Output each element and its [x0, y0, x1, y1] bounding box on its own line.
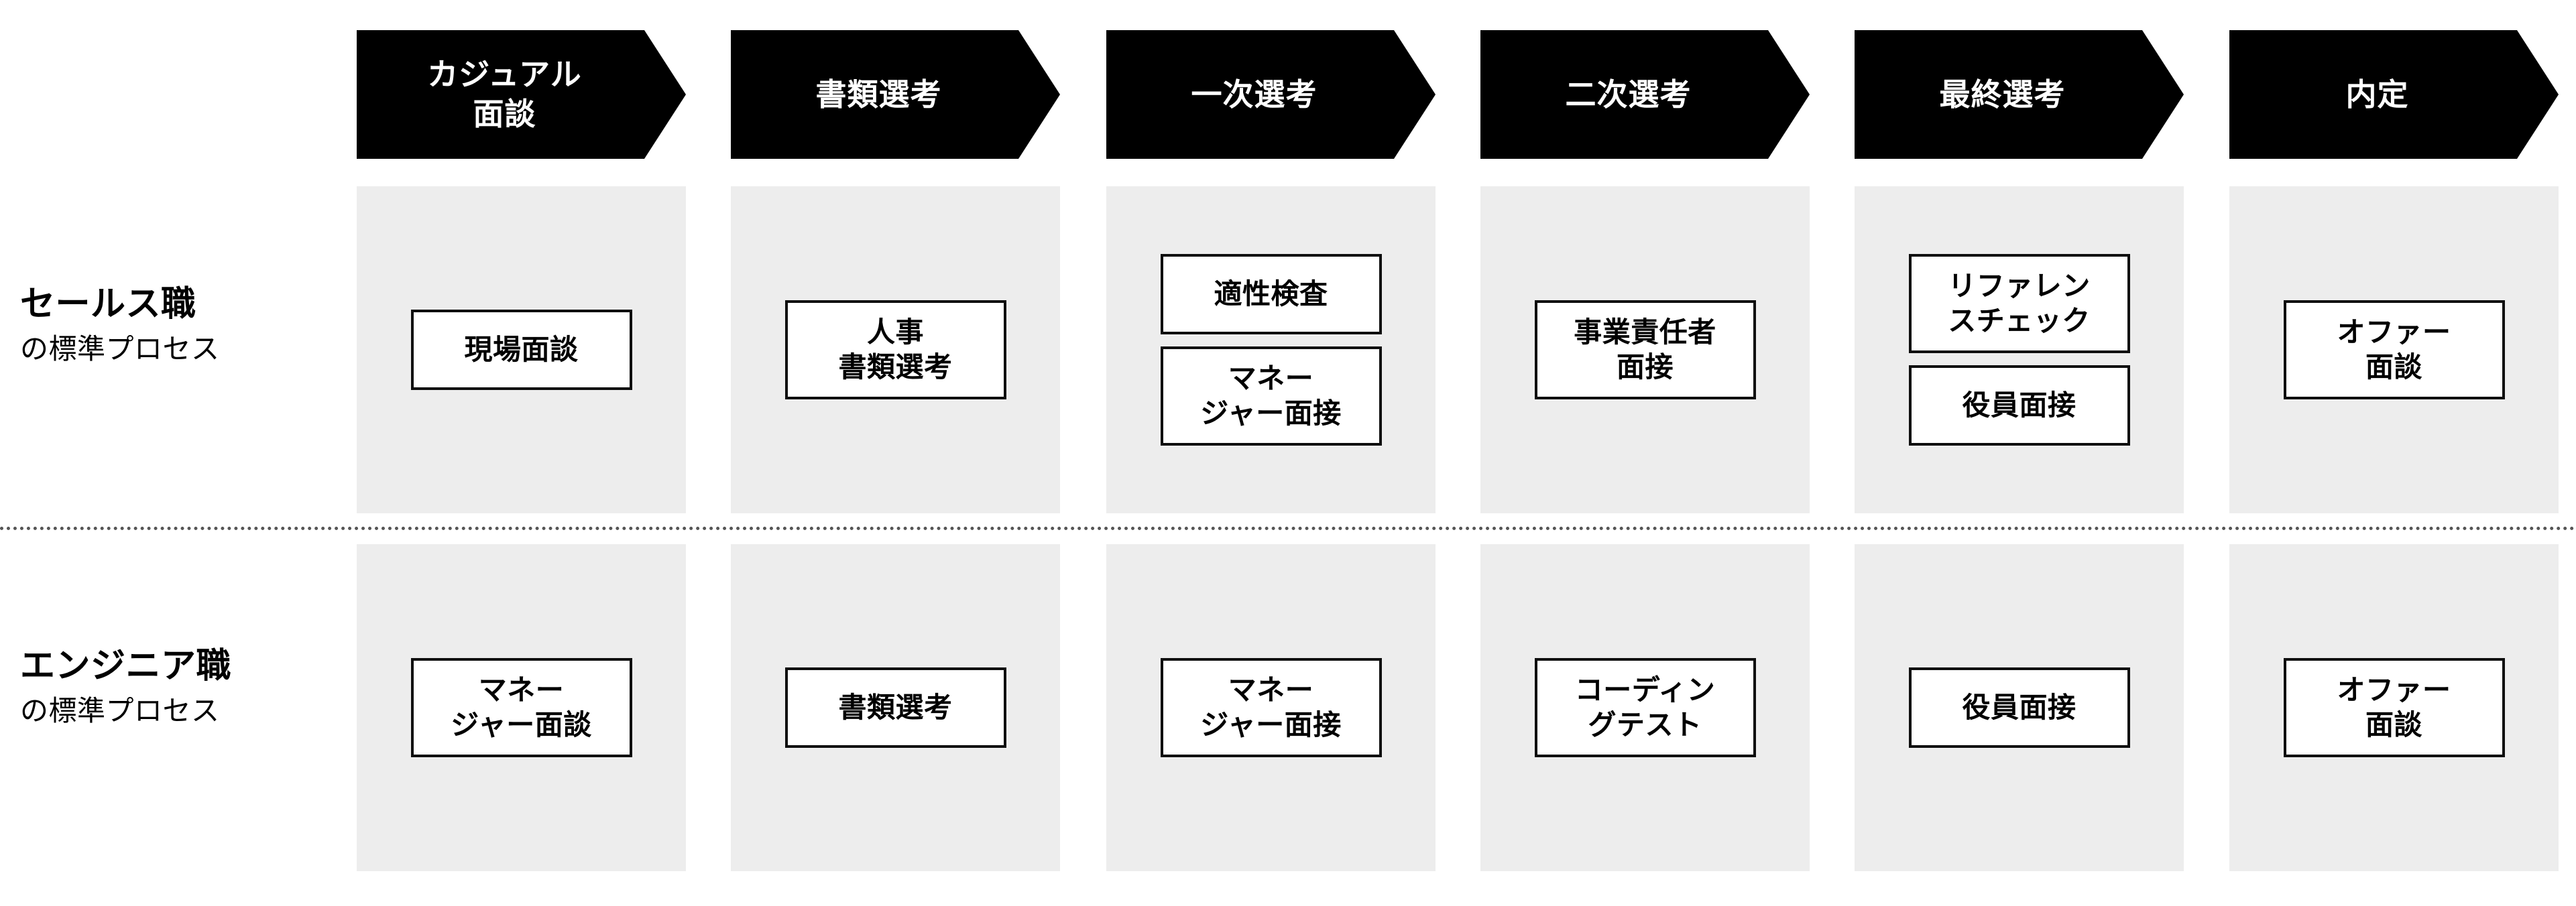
stage-header-label: 一次選考 [1191, 76, 1318, 112]
stage-cell: リファレン スチェック役員面接 [1855, 186, 2184, 513]
row-label-engineer-sub: の標準プロセス [20, 695, 220, 726]
row-label-sales: セールス職 の標準プロセス [20, 283, 335, 367]
track-divider [0, 527, 2576, 530]
stage-cell: 適性検査マネー ジャー面接 [1106, 186, 1436, 513]
row-label-sales-sub: の標準プロセス [20, 333, 220, 365]
step-box[interactable]: オファー 面談 [2283, 658, 2505, 757]
row-label-engineer-main: エンジニア職 [20, 647, 232, 686]
stage-cell: 役員面接 [1855, 544, 2184, 871]
stage-header-first-round[interactable]: 一次選考 [1106, 30, 1436, 159]
stage-header-label: カジュアル 面談 [427, 57, 582, 131]
step-box[interactable]: オファー 面談 [2283, 300, 2505, 399]
stage-header-label: 書類選考 [815, 76, 942, 112]
stage-cell: コーディン グテスト [1480, 544, 1810, 871]
step-box[interactable]: コーディン グテスト [1534, 658, 1756, 757]
stage-cell: 現場面談 [357, 186, 686, 513]
step-box[interactable]: マネー ジャー面接 [1160, 658, 1382, 757]
stage-header-offer[interactable]: 内定 [2229, 30, 2559, 159]
row-label-sales-main: セールス職 [20, 285, 196, 324]
step-box[interactable]: 役員面接 [1908, 365, 2130, 446]
stage-cell: 書類選考 [731, 544, 1060, 871]
stage-cell: マネー ジャー面談 [357, 544, 686, 871]
stage-cell: マネー ジャー面接 [1106, 544, 1436, 871]
stage-cell: 人事 書類選考 [731, 186, 1060, 513]
stage-header-second-round[interactable]: 二次選考 [1480, 30, 1810, 159]
stage-header-document-screening[interactable]: 書類選考 [731, 30, 1060, 159]
stage-header-label: 二次選考 [1565, 76, 1692, 112]
step-box[interactable]: マネー ジャー面接 [1160, 346, 1382, 446]
step-box[interactable]: 事業責任者 面接 [1534, 300, 1756, 399]
stage-header-final-round[interactable]: 最終選考 [1855, 30, 2184, 159]
stage-cell: 事業責任者 面接 [1480, 186, 1810, 513]
stage-header-casual-interview[interactable]: カジュアル 面談 [357, 30, 686, 159]
stage-header-label: 内定 [2345, 76, 2409, 112]
step-box[interactable]: マネー ジャー面談 [410, 658, 632, 757]
step-box[interactable]: リファレン スチェック [1908, 254, 2130, 353]
step-box[interactable]: 適性検査 [1160, 254, 1382, 334]
step-box[interactable]: 人事 書類選考 [784, 300, 1006, 399]
stage-header-label: 最終選考 [1939, 76, 2066, 112]
step-box[interactable]: 役員面接 [1908, 667, 2130, 748]
stage-cell: オファー 面談 [2229, 186, 2559, 513]
step-box[interactable]: 書類選考 [784, 667, 1006, 748]
row-label-engineer: エンジニア職 の標準プロセス [20, 645, 335, 729]
stage-cell: オファー 面談 [2229, 544, 2559, 871]
step-box[interactable]: 現場面談 [410, 310, 632, 390]
